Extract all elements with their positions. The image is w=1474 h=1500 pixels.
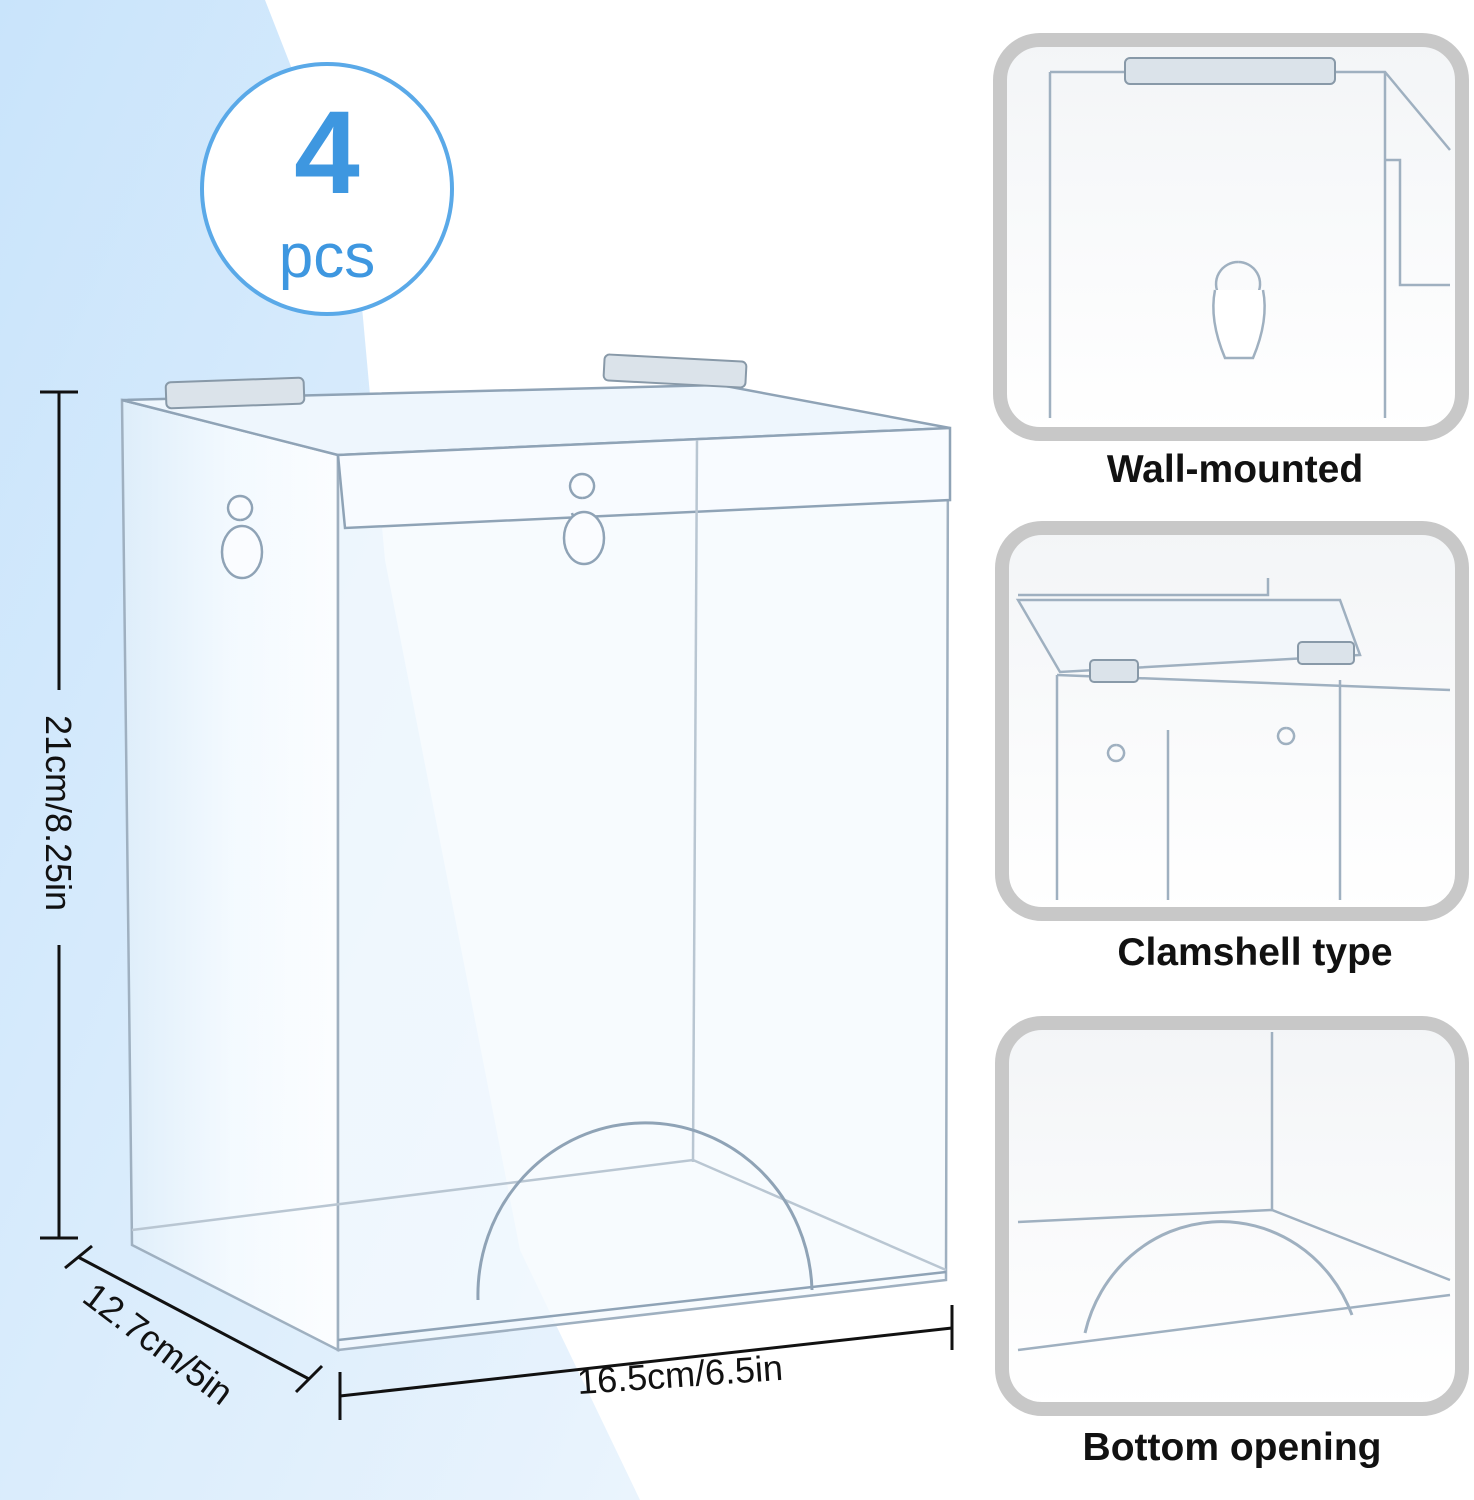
quantity-count: 4 [294, 87, 360, 219]
caption-bottom-opening: Bottom opening [1082, 1426, 1382, 1469]
quantity-unit: pcs [278, 222, 376, 291]
dimension-lines [40, 390, 954, 1420]
detail-panel-wall-mounted [993, 33, 1469, 441]
detail-panel-bottom-opening [995, 1016, 1469, 1416]
detail-panel-clamshell [995, 521, 1469, 921]
quantity-badge: 4 pcs [200, 62, 454, 316]
caption-clamshell-type: Clamshell type [1117, 931, 1393, 974]
main-box [120, 353, 952, 1353]
keyhole-mount-icon [220, 472, 606, 580]
caption-wall-mounted: Wall-mounted [1106, 448, 1364, 491]
height-dimension-label: 21cm/8.25in [38, 714, 79, 912]
hinge-icon [164, 353, 748, 410]
